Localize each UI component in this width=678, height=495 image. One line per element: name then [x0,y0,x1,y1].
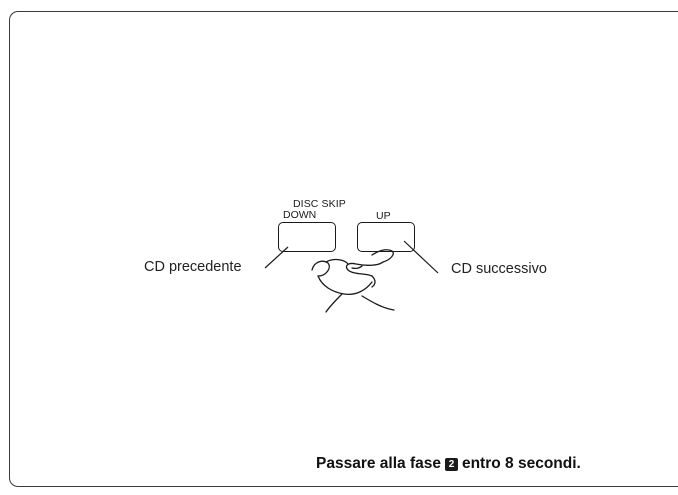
disc-skip-down-button[interactable] [278,222,336,252]
previous-leader-line [264,246,289,269]
up-button-label: UP [376,210,391,222]
disc-skip-up-button[interactable] [357,222,415,252]
down-button-label: DOWN [283,209,317,221]
footer-text-after: entro 8 secondi. [461,455,581,472]
next-leader-line [403,240,439,274]
manual-panel-frame [9,11,678,487]
pointing-hand-icon [311,249,395,313]
step-number-badge: 2 [444,457,458,471]
next-cd-callout: CD successivo [451,261,547,277]
disc-skip-title: DISC SKIP [293,198,346,210]
previous-cd-callout: CD precedente [144,259,242,275]
instruction-footer: Passare alla fase 2 entro 8 secondi. [316,455,581,473]
footer-text-before: Passare alla fase [316,455,441,472]
